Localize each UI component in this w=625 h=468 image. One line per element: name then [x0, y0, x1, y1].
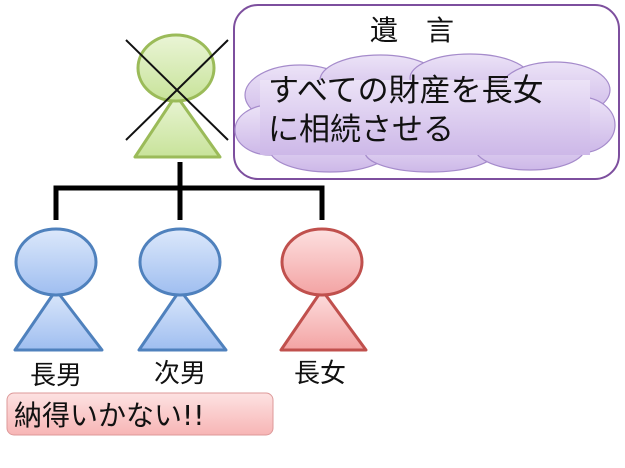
will-text-line2: に相続させる — [268, 112, 454, 148]
cloud-shape — [234, 53, 616, 173]
parent-figure — [133, 33, 222, 159]
will-box: 遺 言 すべての財産を長女 に相続させる — [233, 4, 620, 180]
family-tree-lines — [53, 162, 325, 220]
label-second-son: 次男 — [154, 359, 206, 389]
will-title: 遺 言 — [370, 14, 454, 47]
label-eldest-daughter: 長女 — [294, 359, 346, 389]
child-figure-eldest-daughter — [279, 227, 368, 352]
child-figure-eldest-son — [13, 227, 104, 352]
child-figure-second-son — [137, 227, 228, 352]
complaint-text: 納得いかない!! — [14, 399, 204, 432]
will-text-line1: すべての財産を長女 — [268, 73, 544, 109]
cross-mark-icon — [125, 39, 229, 141]
label-eldest-son: 長男 — [30, 361, 82, 391]
complaint-box: 納得いかない!! — [6, 392, 274, 436]
